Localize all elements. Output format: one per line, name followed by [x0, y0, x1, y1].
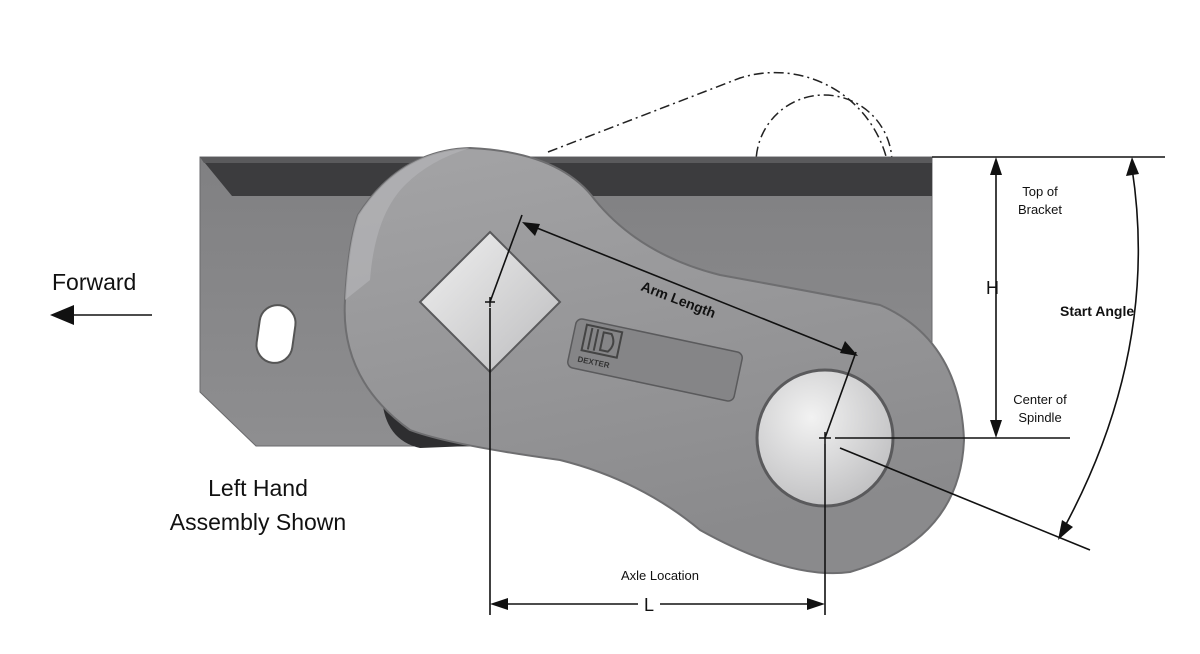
bracket-slot [255, 304, 297, 364]
center-of-spindle-line2: Spindle [1018, 410, 1061, 425]
start-angle-label: Start Angle [1060, 303, 1134, 319]
dimension-lines [72, 156, 1165, 615]
h-dimension-label: H [986, 278, 999, 298]
arrowheads [50, 157, 1139, 610]
l-dimension-label: L [644, 595, 654, 615]
logo-recess [567, 318, 743, 402]
top-of-bracket-line2: Bracket [1018, 202, 1062, 217]
axle-location-label: Axle Location [621, 568, 699, 583]
assembly-label-line2: Assembly Shown [170, 509, 346, 535]
top-of-bracket-line1: Top of [1022, 184, 1058, 199]
torsion-arm: DEXTER [343, 146, 966, 575]
center-of-spindle-line1: Center of [1013, 392, 1067, 407]
assembly-label-line1: Left Hand [208, 475, 308, 501]
forward-arrow-head [50, 305, 74, 325]
forward-label: Forward [52, 269, 136, 295]
